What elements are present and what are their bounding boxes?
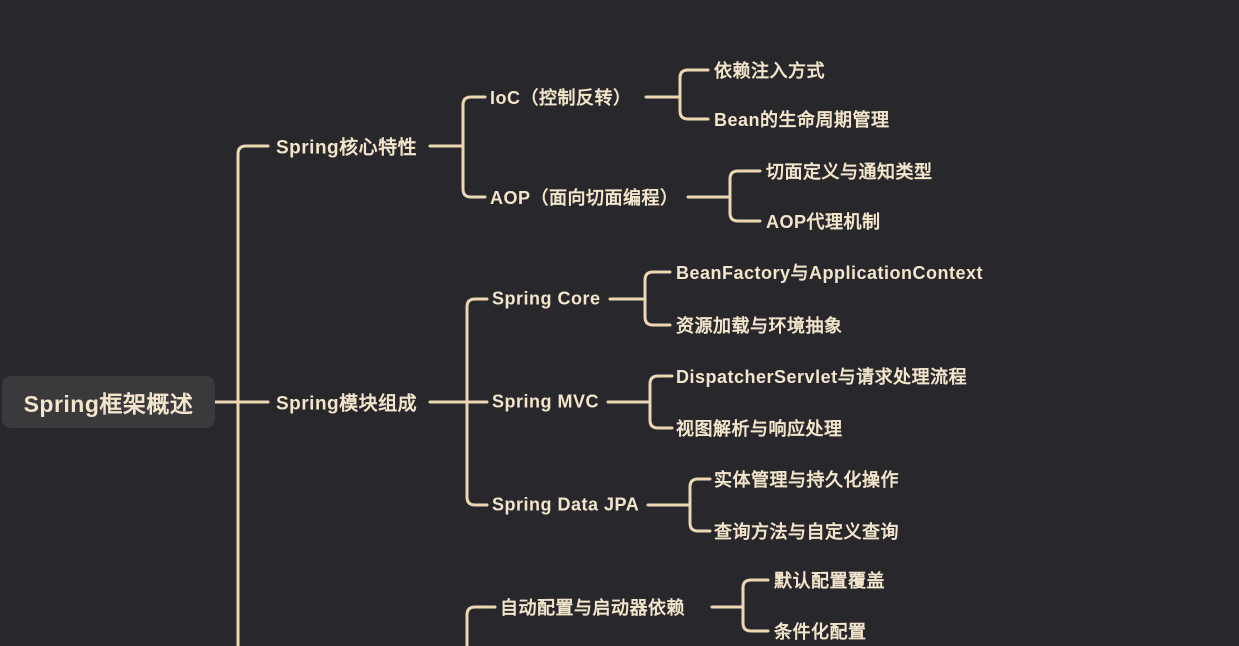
autoconfig-bracket [741, 578, 770, 633]
leaf-dependency-injection[interactable]: 依赖注入方式 [714, 61, 825, 81]
leaf-default-config-override[interactable]: 默认配置覆盖 [774, 571, 885, 591]
aop-bracket [728, 169, 762, 223]
leaf-dispatcherservlet-flow[interactable]: DispatcherServlet与请求处理流程 [676, 367, 968, 387]
leaf-view-resolution[interactable]: 视图解析与响应处理 [676, 419, 843, 439]
leaf-beanfactory-applicationcontext[interactable]: BeanFactory与ApplicationContext [676, 263, 984, 283]
node-ioc[interactable]: IoC（控制反转） [490, 88, 632, 108]
spring-mvc-bracket [648, 374, 674, 430]
node-spring-core[interactable]: Spring Core [492, 288, 601, 309]
root-node[interactable]: Spring框架概述 [2, 376, 215, 428]
node-autoconfig-starters[interactable]: 自动配置与启动器依赖 [500, 598, 685, 618]
leaf-bean-lifecycle[interactable]: Bean的生命周期管理 [714, 110, 890, 130]
leaf-entity-persistence[interactable]: 实体管理与持久化操作 [714, 470, 899, 490]
leaf-query-methods[interactable]: 查询方法与自定义查询 [714, 522, 899, 542]
node-spring-data-jpa[interactable]: Spring Data JPA [492, 494, 640, 515]
leaf-aop-proxy[interactable]: AOP代理机制 [766, 212, 881, 232]
branch1-bracket [461, 95, 487, 199]
ioc-bracket [678, 68, 710, 121]
spring-core-bracket [643, 270, 672, 327]
leaf-resource-loading[interactable]: 资源加载与环境抽象 [676, 316, 843, 336]
spring-data-jpa-bracket [688, 477, 712, 533]
trunk-line [236, 144, 270, 646]
branch-spring-modules[interactable]: Spring模块组成 [276, 393, 418, 415]
node-aop[interactable]: AOP（面向切面编程） [490, 188, 679, 208]
node-spring-mvc[interactable]: Spring MVC [492, 391, 599, 412]
leaf-conditional-config[interactable]: 条件化配置 [774, 622, 867, 642]
branch3-bracket [465, 605, 497, 646]
branch2-bracket [465, 297, 489, 507]
branch-spring-core-features[interactable]: Spring核心特性 [276, 137, 418, 159]
leaf-aspect-advice-types[interactable]: 切面定义与通知类型 [766, 162, 933, 182]
